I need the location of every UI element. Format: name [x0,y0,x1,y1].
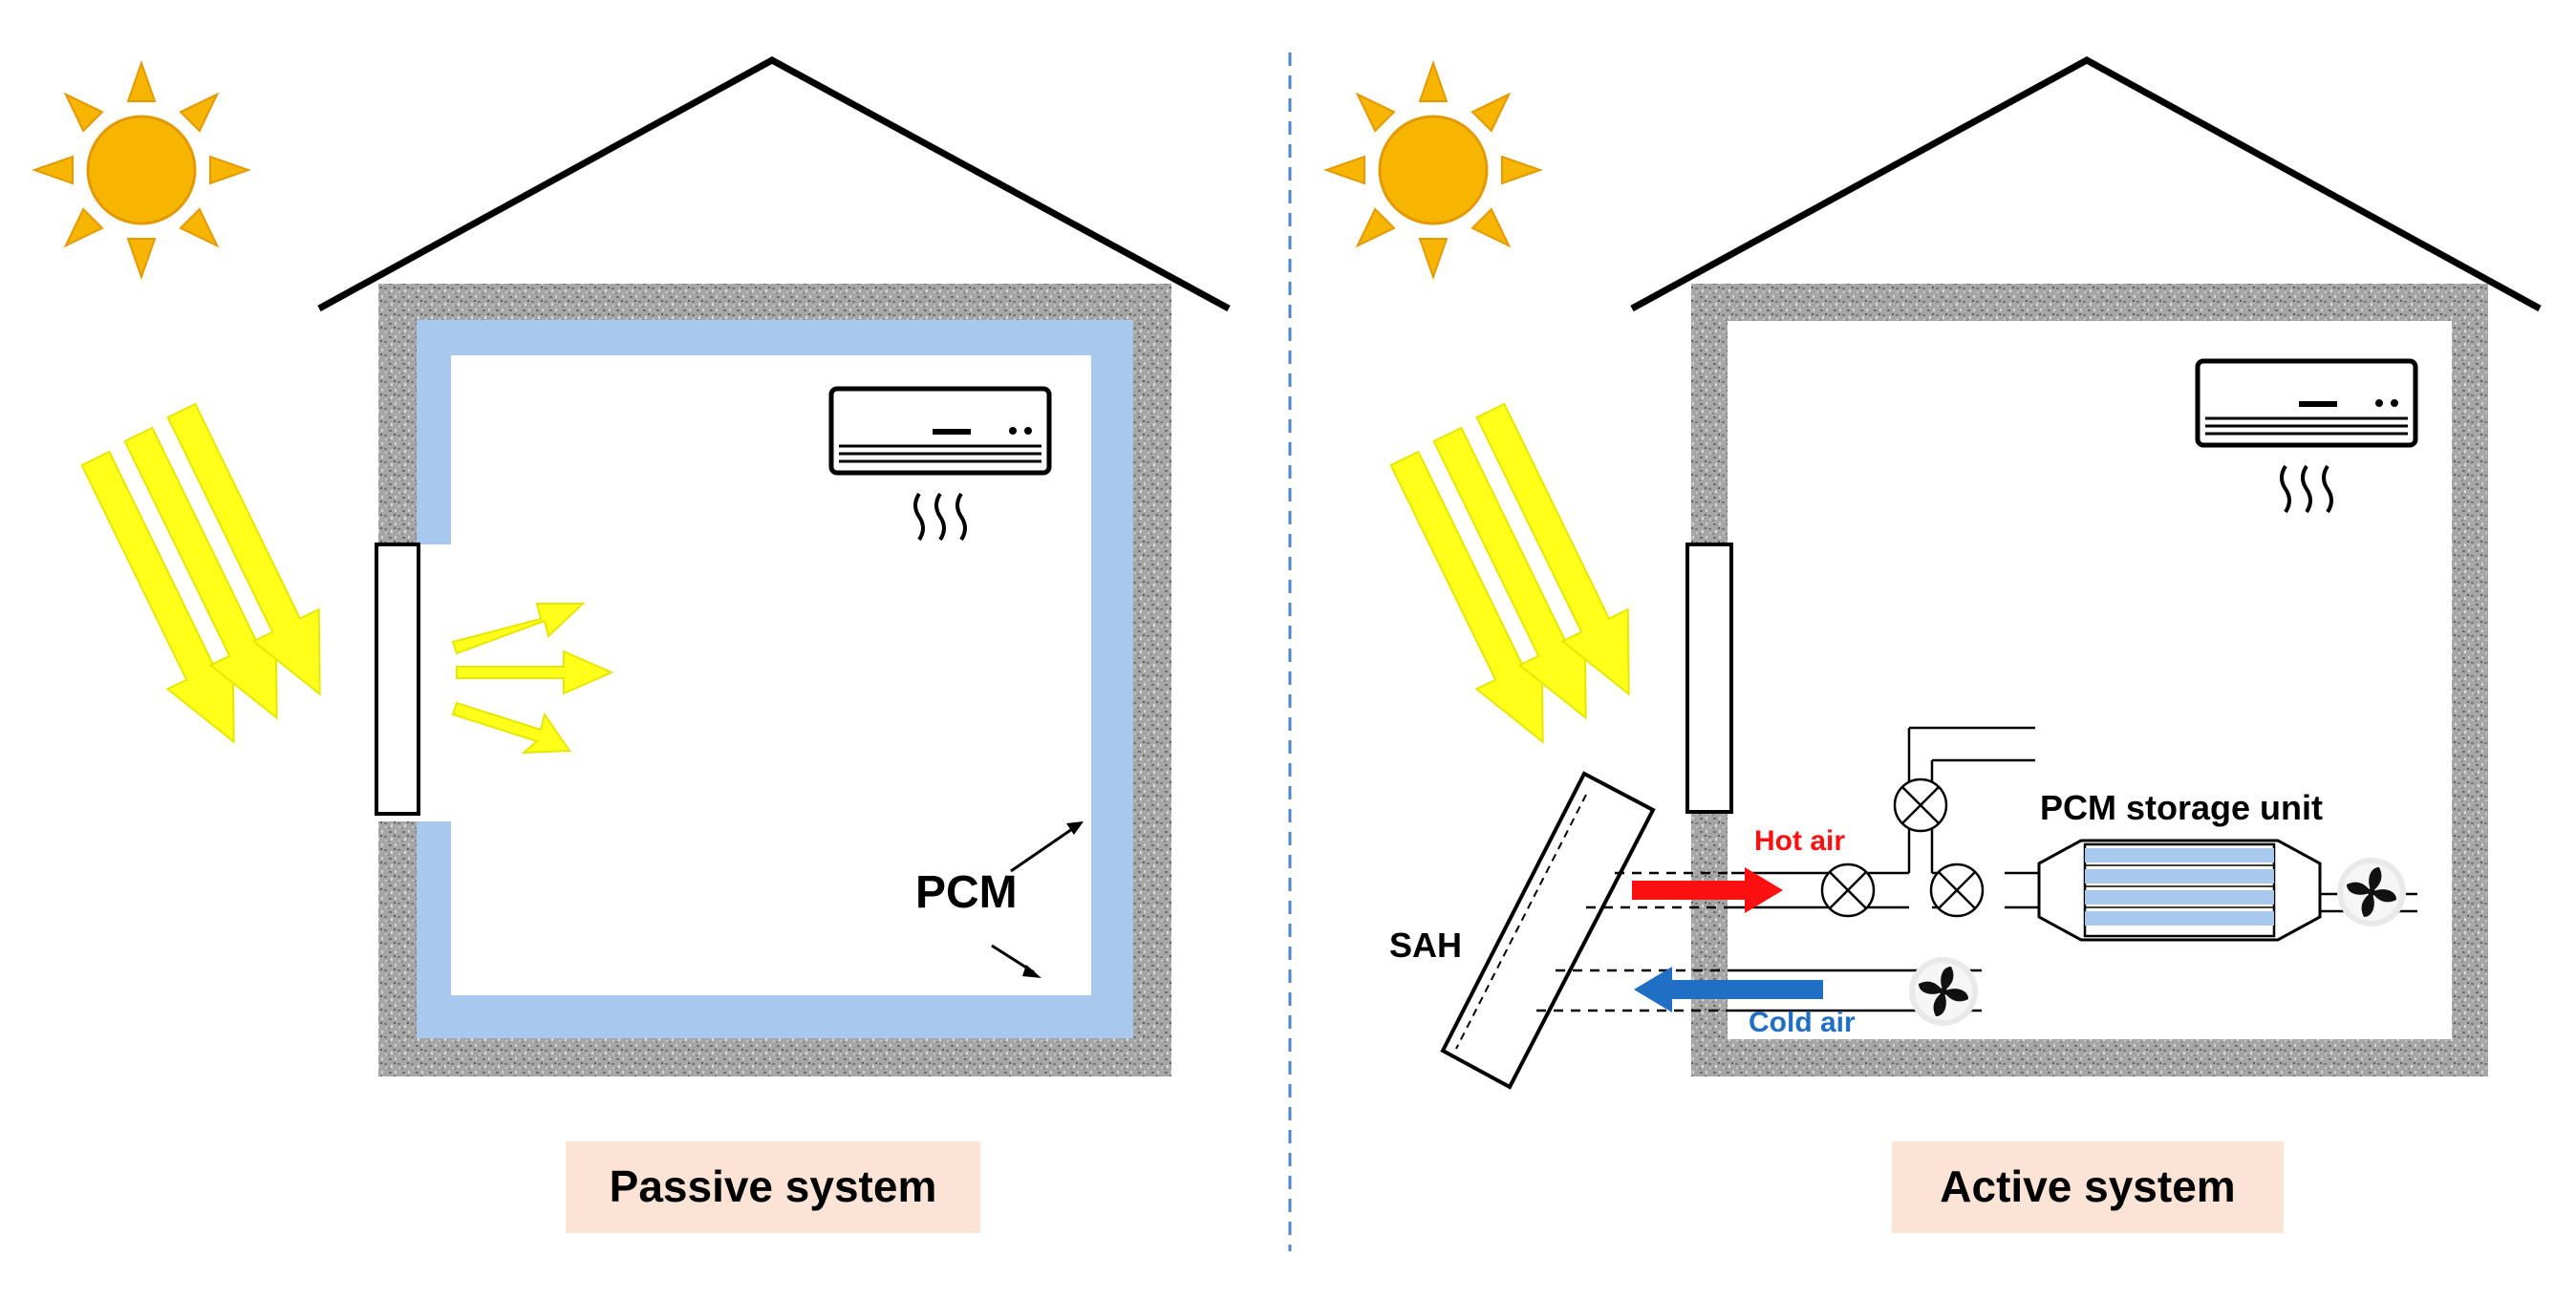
hot-air-label: Hot air [1754,825,1845,857]
passive-caption: Passive system [610,1161,937,1211]
transmitted-light-rays [451,603,614,755]
pcm-pointer-arrows [991,821,1084,978]
hot-air-arrow [1632,867,1783,913]
cold-air-arrow [1634,967,1823,1012]
sun-icon [32,61,250,279]
fan-icon [1909,957,1978,1026]
roof [1630,56,2542,312]
cold-air-label: Cold air [1749,1007,1856,1038]
roof [317,56,1231,312]
sunlight-rays [61,394,354,759]
window [375,543,453,821]
solar-air-heater [1440,771,1656,1090]
window [1685,543,1733,814]
valve-icon [1820,862,1876,918]
pcm-storage-unit-label: PCM storage unit [2040,788,2323,827]
passive-caption-box [566,1141,980,1233]
active-caption: Active system [1940,1161,2235,1211]
passive-system-panel: PCM Passive system [32,56,1231,1233]
pcm-label: PCM [915,867,1018,918]
fan-icon [2337,858,2406,926]
valve-icon [1929,862,1985,918]
sah-label: SAH [1389,926,1462,965]
sunlight-rays [1370,394,1663,759]
valve-icon [1893,777,1948,833]
active-system-panel: Hot air Cold air PCM storage unit SAH Ac… [1324,56,2542,1233]
sun-icon [1324,61,1542,279]
active-caption-box [1892,1141,2284,1233]
pcm-storage-unit [2037,839,2322,942]
